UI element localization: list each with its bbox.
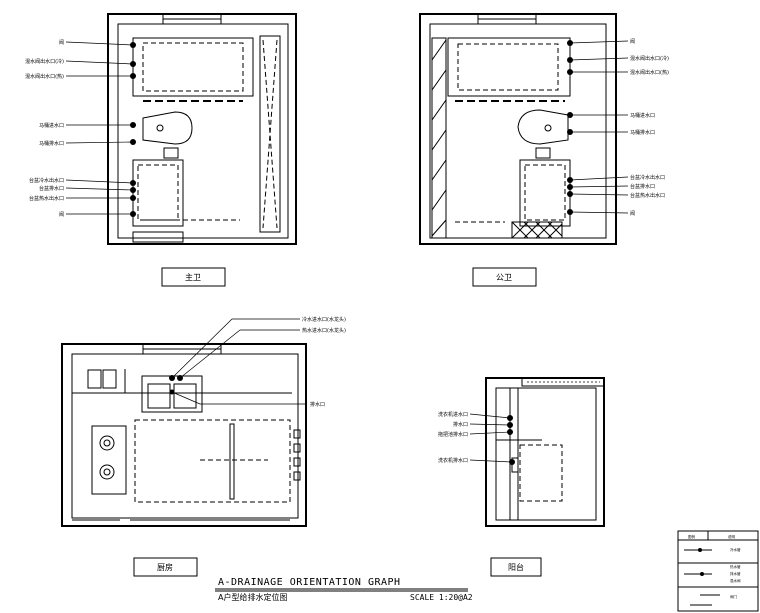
legend-header-desc: 说明 bbox=[728, 534, 736, 539]
guest-callout-5: 马桶排水口 bbox=[630, 129, 655, 136]
kitchen-plan: 冷水进水口(水龙头) 热水进水口(水龙头) 排水口 bbox=[61, 316, 346, 527]
master-callout-7: 台盆排水口 bbox=[39, 185, 64, 192]
legend-row-3: 排水管 bbox=[730, 571, 741, 576]
legend-table: 图例 说明 冷水管 热水管 排水管 混水阀 阀门 bbox=[677, 530, 759, 612]
guest-bath-label: 公卫 bbox=[496, 273, 512, 282]
guest-callout-8: 台盆热水出水口 bbox=[630, 192, 665, 199]
guest-callout-6: 台盆冷水出水口 bbox=[630, 174, 665, 181]
legend-row-5: 阀门 bbox=[730, 594, 738, 599]
kitchen-callout-1: 冷水进水口(水龙头) bbox=[302, 316, 346, 323]
legend-row-2: 热水管 bbox=[730, 564, 741, 569]
guest-callout-7: 台盆排水口 bbox=[630, 183, 655, 190]
master-bath-label: 主卫 bbox=[185, 272, 201, 282]
master-bath-label-box: 主卫 bbox=[161, 267, 226, 287]
drawing-subtitle: A户型给排水定位图 bbox=[218, 592, 287, 602]
guest-bath-plan: 阀 混水阀出水口(冷) 混水阀出水口(热) 马桶进水口 马桶排水口 台盆冷水出水… bbox=[419, 13, 669, 245]
guest-callout-1: 阀 bbox=[630, 38, 635, 45]
balcony-plan: 洗衣机进水口 排水口 拖把池排水口 洗衣机排水口 bbox=[438, 377, 605, 527]
balcony-callout-3: 拖把池排水口 bbox=[438, 431, 468, 438]
kitchen-label-box: 厨房 bbox=[133, 557, 198, 577]
legend-row-4: 混水阀 bbox=[730, 578, 741, 583]
master-callout-5: 马桶排水口 bbox=[39, 140, 64, 147]
guest-callout-4: 马桶进水口 bbox=[630, 112, 655, 119]
drawing-title: A-DRAINAGE ORIENTATION GRAPH bbox=[218, 577, 401, 588]
master-callout-3: 混水阀出水口(热) bbox=[25, 73, 64, 80]
legend-header-symbol: 图例 bbox=[688, 534, 696, 539]
balcony-label-box: 阳台 bbox=[490, 557, 542, 577]
balcony-callout-1: 洗衣机进水口 bbox=[438, 411, 468, 418]
guest-bath-label-box: 公卫 bbox=[472, 267, 537, 287]
master-bath-plan: 阀 混水阀出水口(冷) 混水阀出水口(热) 马桶进水口 马桶排水口 台盆冷水出水… bbox=[25, 13, 297, 245]
guest-callout-2: 混水阀出水口(冷) bbox=[630, 55, 669, 62]
kitchen-callout-3: 排水口 bbox=[310, 401, 325, 408]
balcony-label: 阳台 bbox=[508, 562, 524, 572]
master-callout-4: 马桶进水口 bbox=[39, 122, 64, 129]
kitchen-label: 厨房 bbox=[157, 562, 173, 572]
drawing-scale: SCALE 1:20@A2 bbox=[410, 593, 473, 602]
balcony-callout-4: 洗衣机排水口 bbox=[438, 457, 468, 464]
guest-callout-3: 混水阀出水口(热) bbox=[630, 69, 669, 76]
master-callout-6: 台盆冷水出水口 bbox=[29, 177, 64, 184]
master-callout-2: 混水阀出水口(冷) bbox=[25, 58, 64, 65]
legend-row-1: 冷水管 bbox=[730, 547, 741, 552]
master-callout-8: 台盆热水出水口 bbox=[29, 195, 64, 202]
drawing-title-block: A-DRAINAGE ORIENTATION GRAPH A户型给排水定位图 S… bbox=[215, 577, 473, 602]
balcony-callout-2: 排水口 bbox=[453, 421, 468, 428]
guest-callout-9: 阀 bbox=[630, 210, 635, 217]
master-callout-1: 阀 bbox=[59, 39, 64, 46]
master-callout-9: 阀 bbox=[59, 211, 64, 218]
kitchen-callout-2: 热水进水口(水龙头) bbox=[302, 327, 346, 334]
